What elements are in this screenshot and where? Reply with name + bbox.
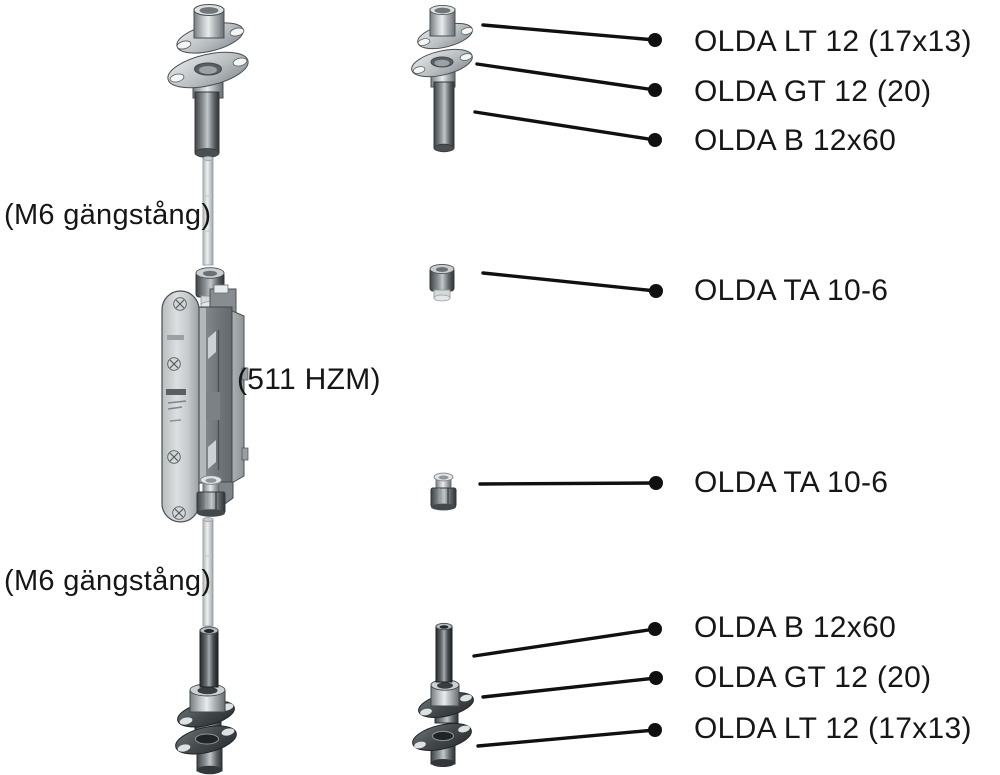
label-olda-lt-12-bottom: OLDA LT 12 (17x13): [694, 712, 972, 745]
part-lt-guide-top-right: [417, 4, 474, 50]
part-ta-adapter-mid-right-upper: [429, 263, 455, 302]
label-lock-511-hzm: (511 HZM): [237, 363, 381, 396]
part-gt-bushing-top-right: [411, 48, 473, 88]
label-olda-b-12x60-bottom: OLDA B 12x60: [694, 611, 897, 644]
leader-lines: [472, 23, 663, 748]
part-gt-bushing-top-left: [167, 51, 249, 99]
label-olda-b-12x60-top: OLDA B 12x60: [694, 124, 897, 157]
faceplate-screw: [173, 297, 187, 311]
label-olda-ta-10-6-upper: OLDA TA 10-6: [694, 274, 889, 307]
part-m6-rod-bottom: [202, 517, 214, 627]
faceplate-screw: [167, 450, 181, 464]
label-olda-gt-12-top: OLDA GT 12 (20): [694, 75, 932, 108]
label-olda-gt-12-bottom: OLDA GT 12 (20): [694, 661, 932, 694]
label-m6-threaded-rod-bottom: (M6 gängstång): [4, 565, 212, 597]
label-olda-lt-12-top: OLDA LT 12 (17x13): [694, 25, 972, 58]
faceplate-screw: [167, 357, 181, 371]
faceplate-screw: [172, 506, 186, 520]
part-lt-guide-top-left: [176, 4, 245, 54]
part-m6-rod-top: [202, 156, 214, 266]
part-b-bolt-top-right: [433, 81, 455, 153]
part-ta-adapter-bottom-left: [196, 475, 226, 517]
part-b-bolt-bottom-right: [435, 622, 453, 683]
faceplate-brand-marks: [166, 335, 187, 422]
label-m6-threaded-rod-top: (M6 gängstång): [4, 199, 212, 231]
part-b-bolt-top-left: [194, 91, 220, 158]
part-lock-faceplate: [161, 290, 200, 523]
part-lt-guide-bottom-left: [175, 725, 237, 775]
label-olda-ta-10-6-lower: OLDA TA 10-6: [694, 466, 889, 499]
part-lock-case-511hzm: [197, 284, 249, 510]
part-lt-guide-bottom-right: [412, 722, 472, 767]
part-ta-adapter-mid-right-lower: [430, 472, 457, 511]
part-gt-bushing-bottom-right: [418, 679, 474, 724]
part-b-bolt-bottom-left: [199, 626, 219, 688]
